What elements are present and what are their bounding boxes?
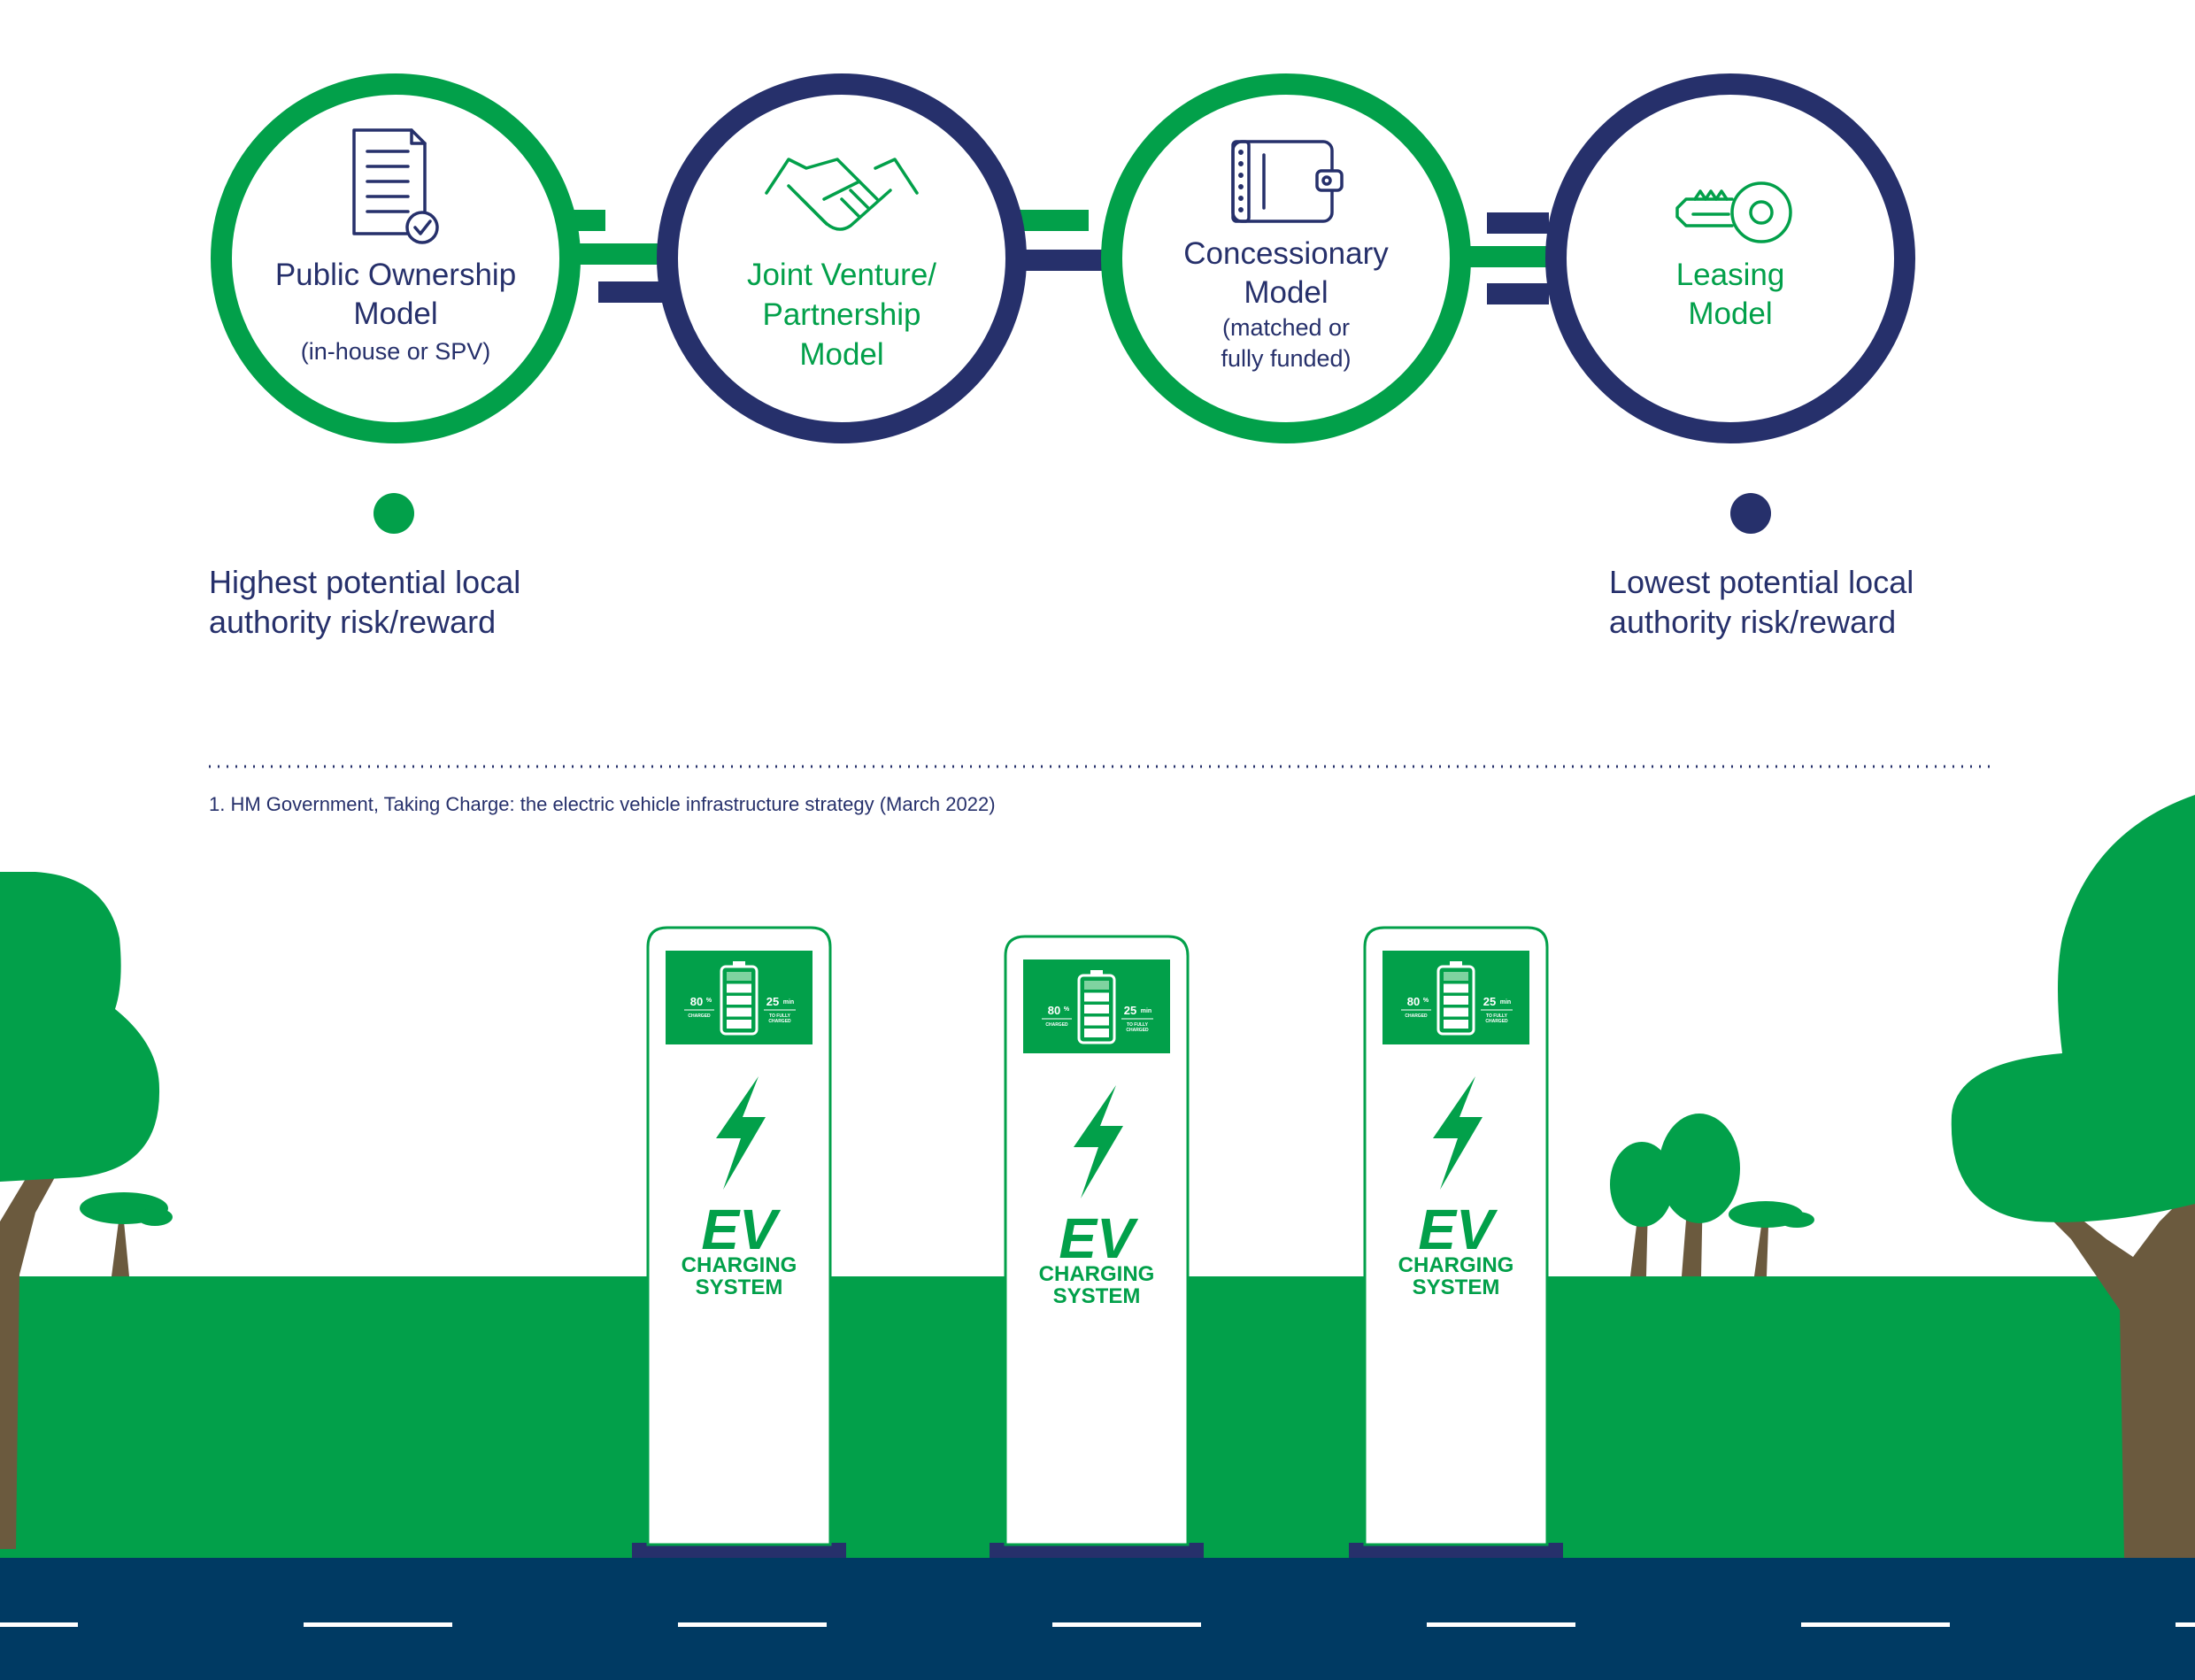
lane-dash	[678, 1622, 827, 1627]
charging-system-label-line: SYSTEM	[1053, 1284, 1141, 1308]
charging-system-label-line: SYSTEM	[696, 1275, 783, 1299]
road	[0, 1558, 2195, 1680]
lane-dash	[0, 1622, 78, 1627]
charged-label: CHARGED	[1405, 1013, 1428, 1019]
risk-label-highest-line: Highest potential local	[209, 564, 521, 600]
key-icon	[1675, 181, 1792, 243]
time-remaining-label-line: CHARGED	[1485, 1019, 1508, 1024]
risk-label-lowest: Lowest potential local authority risk/re…	[1609, 562, 1914, 642]
document-check-icon	[352, 128, 439, 244]
lane-dash	[1801, 1622, 1950, 1627]
wallet-icon	[1231, 140, 1344, 223]
risk-label-lowest-line: Lowest potential local	[1609, 564, 1914, 600]
charger-base	[1349, 1543, 1563, 1561]
charged-percent: 80	[1048, 1004, 1060, 1017]
time-remaining-label-line: CHARGED	[768, 1019, 791, 1024]
charged-label: CHARGED	[1045, 1022, 1068, 1028]
big-tree-right	[1951, 795, 2195, 1558]
ev-label: EV	[1059, 1206, 1139, 1270]
risk-scale-start-dot	[374, 493, 414, 534]
battery-icon	[1077, 970, 1116, 1044]
time-remaining-label-line: TO FULLY	[1127, 1022, 1149, 1028]
charging-system-label-line: SYSTEM	[1413, 1275, 1500, 1299]
risk-label-lowest-line: authority risk/reward	[1609, 604, 1897, 640]
model-title-line: Concessionary	[1183, 236, 1389, 271]
charger-base	[990, 1543, 1204, 1561]
charged-percent: 80	[1407, 995, 1420, 1008]
time-remaining-label-line: TO FULLY	[769, 1013, 791, 1019]
time-remaining-label-line: CHARGED	[1126, 1028, 1149, 1033]
charger-body	[646, 926, 832, 1546]
charged-percent-symbol: %	[706, 998, 712, 1004]
ev-label: EV	[1418, 1198, 1498, 1261]
trees-group-right	[1610, 1114, 1814, 1276]
charged-label: CHARGED	[688, 1013, 711, 1019]
charging-system-label-line: CHARGING	[682, 1253, 797, 1277]
model-subtitle-line: fully funded)	[1221, 345, 1351, 372]
model-title-line: Model	[1688, 297, 1772, 331]
model-connectors	[566, 210, 1563, 304]
charger-body	[1363, 926, 1549, 1546]
lane-dash	[2176, 1622, 2195, 1627]
lane-dash	[1427, 1622, 1575, 1627]
model-title-line: Public Ownership	[275, 258, 516, 292]
small-tree-left	[80, 1192, 173, 1276]
model-ring	[657, 73, 1027, 443]
model-subtitle-line: (matched or	[1222, 314, 1350, 341]
time-remaining-unit: min	[1500, 999, 1511, 1006]
model-title-line: Model	[353, 297, 437, 331]
model-ring	[211, 73, 581, 443]
ev-label: EV	[701, 1198, 782, 1261]
battery-icon	[720, 961, 759, 1036]
time-remaining-value: 25	[1124, 1004, 1136, 1017]
lightning-bolt-icon	[716, 1076, 766, 1190]
risk-scale	[374, 493, 1771, 534]
footnote: 1. HM Government, Taking Charge: the ele…	[209, 793, 996, 815]
big-tree-left	[0, 872, 160, 1549]
risk-label-highest-line: authority risk/reward	[209, 604, 497, 640]
lane-dash	[304, 1622, 452, 1627]
charged-percent-symbol: %	[1423, 998, 1429, 1004]
risk-scale-end-dot	[1730, 493, 1771, 534]
time-remaining-unit: min	[1141, 1008, 1151, 1014]
model-ring	[1101, 73, 1471, 443]
battery-icon	[1436, 961, 1475, 1036]
charged-percent: 80	[690, 995, 703, 1008]
model-title-line: Partnership	[763, 297, 921, 332]
risk-label-highest: Highest potential local authority risk/r…	[209, 562, 520, 642]
handshake-icon	[765, 158, 919, 231]
charger-body	[1004, 935, 1190, 1546]
charging-system-label-line: CHARGING	[1398, 1253, 1514, 1277]
time-remaining-unit: min	[783, 999, 794, 1006]
charged-percent-symbol: %	[1064, 1006, 1070, 1013]
lane-markings	[0, 1622, 2195, 1627]
time-remaining-value: 25	[766, 995, 779, 1008]
model-title-line: Model	[1244, 275, 1328, 310]
charging-system-label-line: CHARGING	[1039, 1262, 1155, 1286]
time-remaining-label-line: TO FULLY	[1486, 1013, 1508, 1019]
model-title-line: Model	[799, 337, 883, 372]
model-title-line: Leasing	[1676, 258, 1785, 292]
time-remaining-value: 25	[1483, 995, 1496, 1008]
charger-base	[632, 1543, 846, 1561]
lightning-bolt-icon	[1074, 1085, 1123, 1198]
lane-dash	[1052, 1622, 1201, 1627]
model-ring	[1545, 73, 1915, 443]
model-subtitle-line: (in-house or SPV)	[301, 338, 491, 365]
lightning-bolt-icon	[1433, 1076, 1483, 1190]
model-title-line: Joint Venture/	[747, 258, 936, 292]
